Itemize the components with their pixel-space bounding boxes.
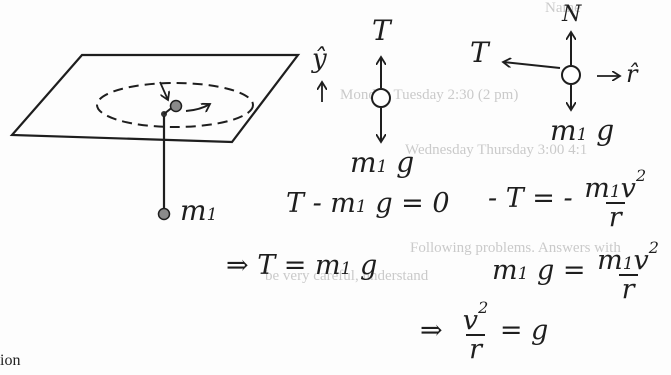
y-hat-label: ŷ [312,44,327,74]
equation-radial: - T = - m1v2 r [488,166,647,233]
hanging-mass [157,207,171,221]
hanging-mass-label: m1 [180,194,218,227]
fbd-weight-label: m1 g [350,146,415,179]
fbd-horizontal-tension-arrow [503,62,561,69]
orbiting-mass [169,99,183,113]
equation-final: ⇒ v2 r = g [420,298,549,365]
bleed-row-4: be very careful, understand [265,268,429,284]
fbd-vertical-body [371,88,391,108]
orbit-path [96,82,254,128]
r-hat-label: r̂ [626,60,638,88]
table-plane [9,53,301,144]
velocity-arrow [185,104,210,111]
equation-tension-result: ⇒ T = m1 g [226,250,378,281]
fbd-horizontal-tension-label: T [470,36,489,69]
fbd-horizontal-body [561,65,581,85]
fbd-horizontal-weight-label: m1 g [550,114,615,147]
bleed-row-3: Following problems. Answers with [410,240,621,256]
fbd-tension-label: T [372,14,391,47]
equation-vertical-balance: T - m1 g = 0 [286,188,450,219]
radius-arrow [159,81,168,100]
equation-weight-balance: m1 g = m1v2 r [492,238,659,305]
fbd-normal-label: N [562,2,582,27]
bleed-row-2: Wednesday Thursday 3:00 4:1 [405,142,588,158]
cut-off-caption: ion [0,352,21,369]
bleed-name: Name [545,0,581,16]
